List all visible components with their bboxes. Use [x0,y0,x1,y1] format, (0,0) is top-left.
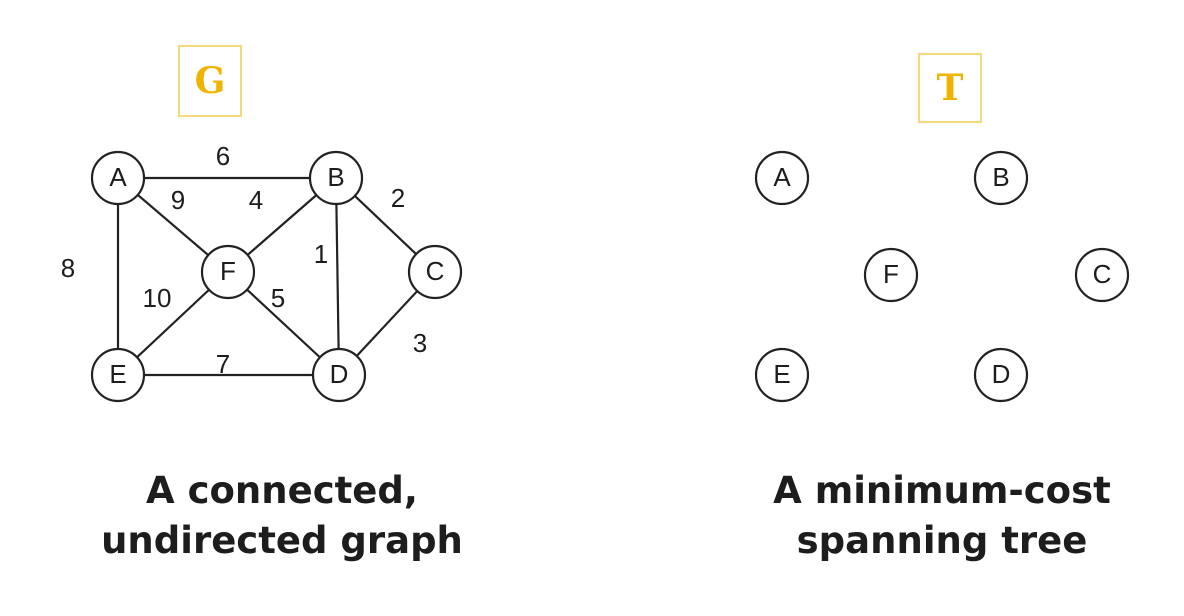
weight-f-e: 10 [143,283,172,313]
tree-node-d-label: D [992,359,1011,389]
tree-node-b: B [973,150,1029,206]
graph-node-c-label: C [426,256,445,286]
graph-node-e: E [90,347,146,403]
graph-node-a-label: A [109,162,127,192]
tree-tag: T [918,53,982,123]
graph-node-a-circle [90,150,146,206]
graph-node-e-label: E [109,359,126,389]
tree-caption: A minimum-cost spanning tree [702,466,1182,566]
graph-node-c: C [407,244,463,300]
graph-caption-line1: A connected, [146,469,418,512]
tree-caption-line2: spanning tree [796,519,1088,562]
graph-node-d-label: D [330,359,349,389]
graph-edges [116,176,436,377]
tree-node-a: A [754,150,810,206]
edge-b-d [334,177,341,376]
tree-node-e: E [754,347,810,403]
weight-a-f: 9 [171,185,185,215]
graph-node-f-label: F [220,256,236,286]
tree-node-e-label: E [773,359,790,389]
tree-node-a-circle [754,150,810,206]
graph-node-a: A [90,150,146,206]
graph-node-e-circle [90,347,146,403]
tree-node-b-circle [973,150,1029,206]
tree-node-d-circle [973,347,1029,403]
graph-caption: A connected, undirected graph [42,466,522,566]
tree-node-e-circle [754,347,810,403]
tree-node-f-circle [863,247,919,303]
tree-node-d: D [973,347,1029,403]
graph-caption-line2: undirected graph [101,519,463,562]
tree-node-b-label: B [992,162,1009,192]
graph-node-f: F [200,244,256,300]
tree-node-a-label: A [773,162,791,192]
graph-node-b-circle [308,150,364,206]
graph-tag: G [178,45,242,117]
weight-e-d: 7 [216,349,230,379]
weight-f-d: 5 [271,283,285,313]
tree-node-c-label: C [1093,259,1112,289]
graph-node-b: B [308,150,364,206]
tree-caption-line1: A minimum-cost [773,469,1111,512]
graph-edge-weights: 6 9 8 4 2 1 10 5 3 7 [61,141,427,379]
weight-a-e: 8 [61,253,75,283]
weight-b-f: 4 [249,185,263,215]
weight-b-d: 1 [314,239,328,269]
graph-node-f-circle [200,244,256,300]
graph-node-d: D [311,347,367,403]
tree-node-f: F [863,247,919,303]
graph-node-d-circle [311,347,367,403]
graph-node-c-circle [407,244,463,300]
weight-c-d: 3 [413,328,427,358]
graph-nodes: A B C D E F [90,150,463,403]
tree-node-c-circle [1074,247,1130,303]
tree-nodes: A B C D E F [754,150,1130,403]
graph-node-b-label: B [327,162,344,192]
weight-b-c: 2 [391,183,405,213]
tree-node-c: C [1074,247,1130,303]
weight-a-b: 6 [216,141,230,171]
tree-node-f-label: F [883,259,899,289]
